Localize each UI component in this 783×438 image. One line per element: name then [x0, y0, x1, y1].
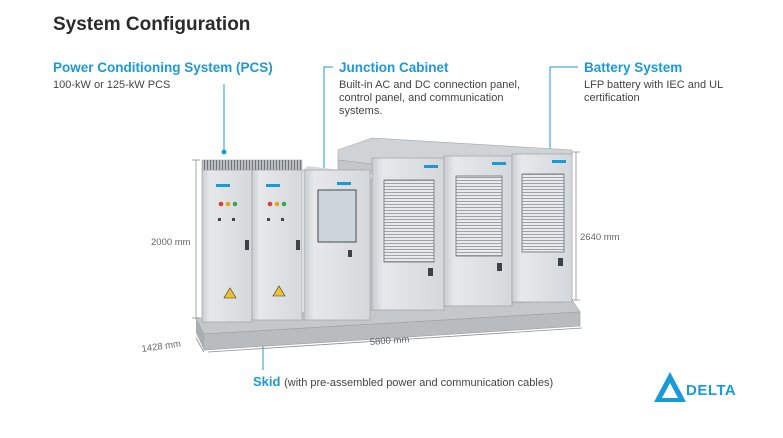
junction-callout-line	[323, 66, 333, 186]
pcs-callout-dot	[221, 149, 227, 155]
pcs-description: 100-kW or 125-kW PCS	[53, 79, 171, 91]
page-title: System Configuration	[53, 14, 251, 35]
junction-cabinet-heading: Junction Cabinet	[339, 60, 449, 75]
battery-system-description: LFP battery with IEC and UL certificatio…	[584, 79, 723, 104]
skid-heading: Skid	[253, 374, 281, 389]
height-pcs-label: 2000 mm	[151, 237, 191, 248]
length-label: 5800 mm	[369, 334, 409, 348]
pcs-cabinets	[201, 159, 303, 323]
skid-base	[195, 299, 581, 351]
junction-cabinet	[300, 166, 372, 321]
battery-system-heading: Battery System	[584, 60, 683, 75]
height-battery-label: 2640 mm	[580, 232, 620, 243]
skid-caption: Skid (with pre-assembled power and commu…	[253, 374, 553, 389]
delta-logo: DELTA	[653, 371, 736, 408]
dimension-lines	[192, 151, 583, 353]
delta-logo-text: DELTA	[686, 382, 737, 399]
battery-callout-line	[549, 66, 578, 155]
delta-triangle-icon	[654, 372, 686, 402]
battery-cabinets	[337, 137, 573, 313]
depth-label: 1428 mm	[141, 339, 182, 355]
skid-description: (with pre-assembled power and communicat…	[284, 377, 554, 389]
junction-cabinet-description: Built-in AC and DC connection panel, con…	[339, 79, 520, 117]
pcs-heading: Power Conditioning System (PCS)	[53, 60, 273, 75]
